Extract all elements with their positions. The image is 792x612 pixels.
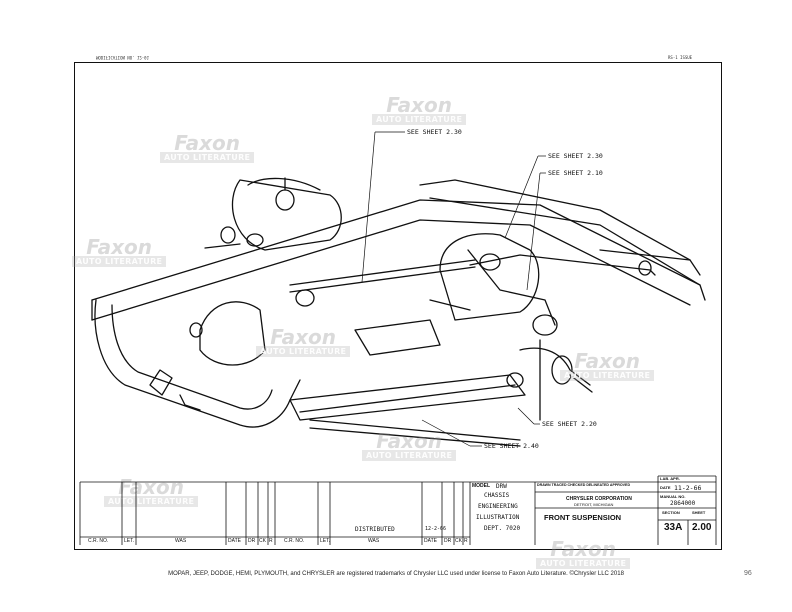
revision-header-ck-2: CK bbox=[455, 538, 462, 544]
callout-see-sheet-right-2: SEE SHEET 2.10 bbox=[548, 169, 603, 177]
revision-header-cr-no-2: C.R. NO. bbox=[284, 538, 305, 544]
date-value: 11-2-66 bbox=[674, 484, 702, 492]
leader-line bbox=[517, 407, 535, 425]
sheet-stamp-right: RS-1 ISSUE bbox=[668, 55, 693, 60]
manual-no-value: 2864000 bbox=[670, 500, 696, 507]
callout-see-sheet-top: SEE SHEET 2.30 bbox=[407, 128, 462, 136]
revision-header-date: DATE bbox=[228, 538, 241, 544]
leader-line bbox=[361, 131, 376, 283]
revision-header-was-2: WAS bbox=[368, 538, 380, 544]
revision-header-cr-no: C.R. NO. bbox=[88, 538, 109, 544]
leader-line bbox=[504, 155, 539, 239]
revision-header-date-2: DATE bbox=[424, 538, 437, 544]
company-name: CHRYSLER CORPORATION bbox=[566, 496, 632, 502]
callout-see-sheet-lower-right: SEE SHEET 2.20 bbox=[542, 420, 597, 428]
callout-see-sheet-bottom: SEE SHEET 2.40 bbox=[484, 442, 539, 450]
revision-header-was: WAS bbox=[175, 538, 187, 544]
chassis-line: CHASSIS bbox=[484, 492, 510, 499]
distributed-label: DISTRIBUTED bbox=[355, 526, 395, 533]
chassis-line: DEPT. 7020 bbox=[484, 525, 521, 532]
revision-header-let-2: LET. bbox=[320, 538, 331, 544]
revision-header-r: R bbox=[269, 538, 273, 544]
trademark-footer: MOPAR, JEEP, DODGE, HEMI, PLYMOUTH, and … bbox=[168, 571, 624, 577]
revision-header-dr-2: DR bbox=[444, 538, 452, 544]
revision-header-let: LET. bbox=[124, 538, 135, 544]
leader-line bbox=[421, 419, 471, 447]
drawing-sheet bbox=[74, 62, 722, 550]
model-label: MODEL bbox=[472, 483, 491, 489]
signoff-header: DRAWN TRACED CHECKED DELINEATED APPROVED bbox=[537, 483, 631, 487]
page-number: 96 bbox=[744, 570, 752, 577]
revision-header-dr: DR bbox=[248, 538, 256, 544]
section-value: 33A bbox=[664, 522, 683, 533]
distributed-date: 12-2-66 bbox=[425, 526, 447, 532]
chassis-line: ILLUSTRATION bbox=[476, 514, 520, 521]
chassis-line: ENGINEERING bbox=[478, 503, 518, 510]
date-label: DATE bbox=[660, 485, 671, 490]
company-city: DETROIT, MICHIGAN bbox=[574, 502, 614, 507]
callout-see-sheet-right-1: SEE SHEET 2.30 bbox=[548, 152, 603, 160]
sheet-value: 2.00 bbox=[692, 522, 712, 533]
sheet-label: SHEET bbox=[692, 510, 706, 515]
lab-apr-label: LAB. APR. bbox=[660, 476, 680, 481]
revision-header-ck: CK bbox=[259, 538, 266, 544]
leader-line bbox=[526, 172, 541, 291]
revision-header-r-2: R bbox=[464, 538, 468, 544]
model-value: DRW bbox=[496, 483, 507, 490]
manual-no-label: MANUAL NO. bbox=[660, 494, 686, 499]
drawing-title: FRONT SUSPENSION bbox=[544, 513, 622, 522]
section-label: SECTION bbox=[662, 510, 680, 515]
